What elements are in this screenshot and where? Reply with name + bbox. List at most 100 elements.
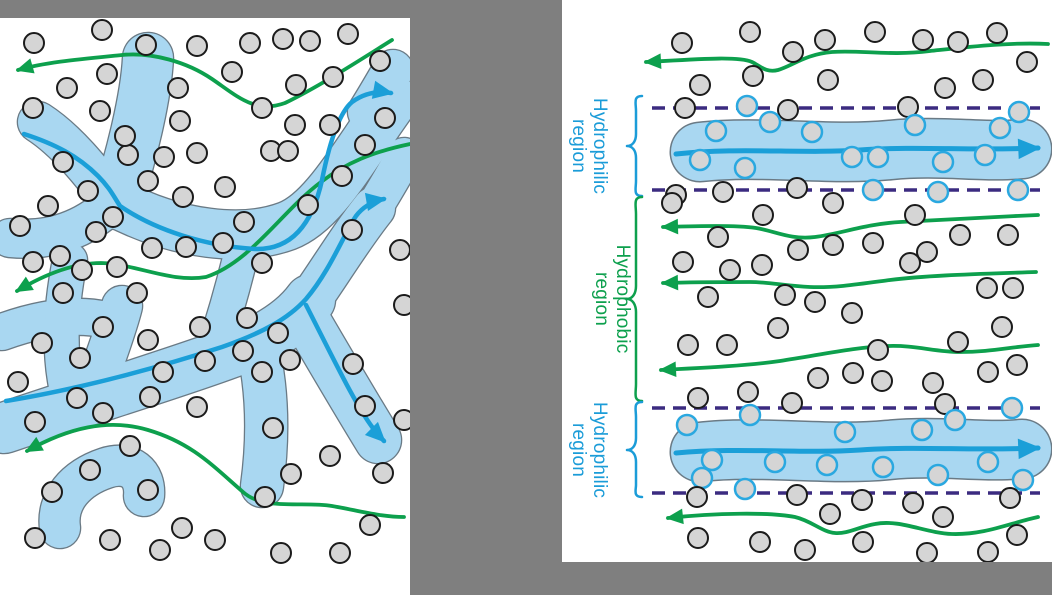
particle [738, 403, 762, 427]
particle [91, 19, 113, 41]
particle [671, 32, 693, 54]
particle [114, 125, 136, 147]
particle [777, 99, 799, 121]
particle [916, 542, 938, 562]
particle [719, 259, 741, 281]
particle [742, 65, 764, 87]
particle [89, 100, 111, 122]
particle [851, 489, 873, 511]
particle [251, 361, 273, 383]
particle [866, 145, 890, 169]
particle [752, 204, 774, 226]
particle [137, 329, 159, 351]
particle [1000, 396, 1024, 420]
particle [932, 506, 954, 528]
particle [733, 156, 757, 180]
particle [329, 542, 351, 564]
particle [139, 386, 161, 408]
particle [934, 77, 956, 99]
particle [674, 97, 696, 119]
region-brace [625, 195, 644, 403]
particle [690, 466, 714, 490]
particle [972, 69, 994, 91]
particle [106, 256, 128, 278]
water-flow-arrow [303, 302, 387, 444]
particle [988, 116, 1012, 140]
polymer-chain-arrow [660, 270, 1038, 291]
particle [934, 393, 956, 415]
particle [931, 150, 955, 174]
particle [277, 140, 299, 162]
particle [279, 349, 301, 371]
particle [171, 517, 193, 539]
particle [822, 192, 844, 214]
particle [986, 22, 1008, 44]
particle [999, 487, 1021, 509]
particle [947, 31, 969, 53]
particle [949, 224, 971, 246]
particle [749, 531, 771, 553]
particle [899, 252, 921, 274]
particle [22, 97, 44, 119]
particle [707, 226, 729, 248]
particle [943, 408, 967, 432]
particle [23, 32, 45, 54]
particle [66, 387, 88, 409]
particle [735, 94, 759, 118]
particle [688, 148, 712, 172]
particle [700, 448, 724, 472]
particle [947, 331, 969, 353]
water-flow-arrow [3, 192, 387, 404]
particle [71, 259, 93, 281]
particle [41, 481, 63, 503]
particle [804, 291, 826, 313]
particle [733, 477, 757, 501]
particle [1016, 51, 1038, 73]
hydrophilic-channel [44, 243, 87, 403]
particle [69, 347, 91, 369]
particle [814, 29, 836, 51]
particle [393, 294, 410, 316]
particle [1002, 277, 1024, 299]
particle [96, 63, 118, 85]
particle [672, 251, 694, 273]
particle [902, 492, 924, 514]
right-panel [643, 21, 1052, 562]
particle [977, 541, 999, 562]
particle [119, 435, 141, 457]
particle [186, 396, 208, 418]
particle [997, 224, 1019, 246]
particle [169, 110, 191, 132]
particle [861, 178, 885, 202]
particle [239, 32, 261, 54]
particle [319, 445, 341, 467]
particle [214, 176, 236, 198]
particle [794, 539, 816, 561]
particle [787, 239, 809, 261]
particle [1007, 100, 1031, 124]
particle [272, 28, 294, 50]
particle [991, 316, 1013, 338]
particle [841, 302, 863, 324]
particle [737, 381, 759, 403]
particle [186, 142, 208, 164]
particle [976, 277, 998, 299]
particle [922, 372, 944, 394]
particle [973, 143, 997, 167]
particle [916, 241, 938, 263]
particle [781, 392, 803, 414]
particle [815, 453, 839, 477]
particle [24, 411, 46, 433]
particle [331, 165, 353, 187]
particle [976, 450, 1000, 474]
particle [31, 332, 53, 354]
particle [354, 134, 376, 156]
particle [1006, 524, 1028, 546]
particle [189, 316, 211, 338]
particle [126, 282, 148, 304]
particle [153, 146, 175, 168]
particle [904, 204, 926, 226]
particle [262, 417, 284, 439]
